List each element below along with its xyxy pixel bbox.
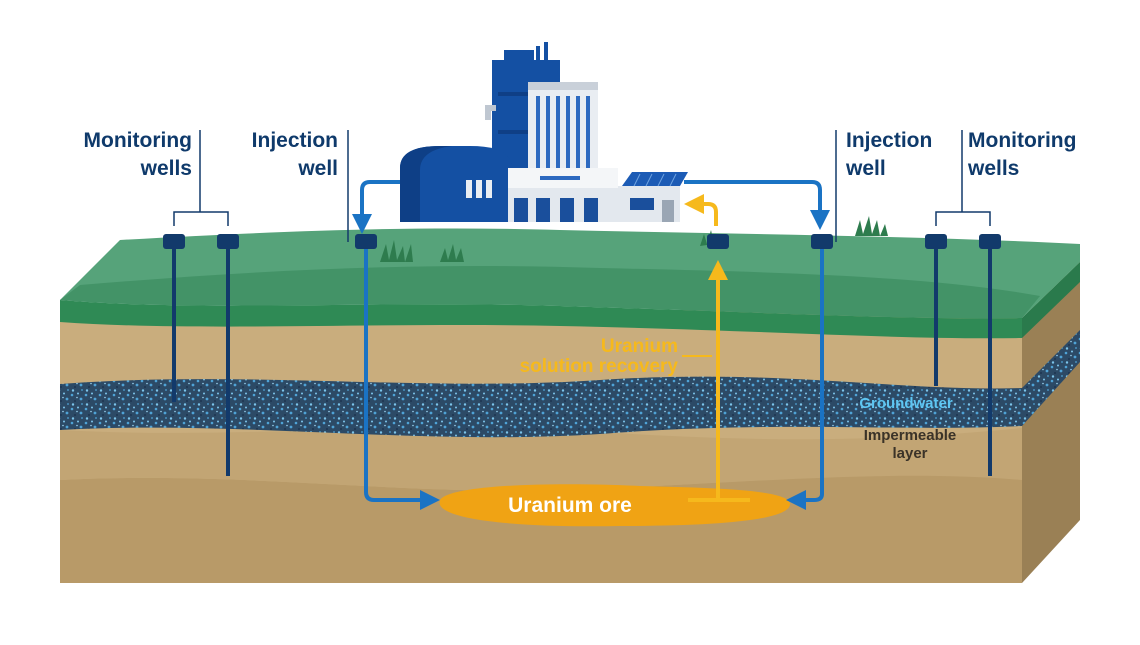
ground-side-face <box>1022 262 1080 583</box>
monitoring-wells-right-line2: wells <box>967 157 1019 180</box>
injection-well-right-line2: well <box>845 157 886 180</box>
monitoring-wells-left-line2: wells <box>140 157 192 180</box>
injection-flow <box>352 180 830 510</box>
well-caps <box>163 234 1001 249</box>
recovery-label-line2: solution recovery <box>520 356 679 377</box>
processing-plant-icon <box>400 42 688 222</box>
ground-top-shade <box>60 265 1040 319</box>
well-pipes <box>172 246 992 476</box>
impermeable-label-line1: Impermeable <box>864 427 957 444</box>
injection-well-left-line1: Injection <box>252 129 338 152</box>
impermeable-layer <box>60 428 1022 491</box>
well-cap-icon <box>217 234 239 249</box>
well-cap-icon <box>979 234 1001 249</box>
ground-side-aquifer <box>1022 330 1080 426</box>
ground-front-grass <box>60 300 1022 339</box>
well-cap-icon <box>163 234 185 249</box>
monitoring-wells-right-line1: Monitoring <box>968 129 1076 152</box>
well-cap-icon <box>811 234 833 249</box>
impermeable-label-line2: layer <box>892 445 927 462</box>
uranium-ore-body <box>439 484 790 527</box>
monitoring-wells-left-line1: Monitoring <box>84 129 192 152</box>
label-leaders <box>173 130 991 242</box>
ground-block <box>60 228 1080 583</box>
recovery-flow <box>684 194 750 502</box>
groundwater-aquifer <box>60 376 1022 438</box>
recovery-label-line1: Uranium <box>601 336 678 357</box>
ore-label: Uranium ore <box>508 494 632 517</box>
groundwater-label: Groundwater <box>859 395 953 412</box>
well-cap-icon <box>355 234 377 249</box>
ground-side-grass <box>1022 262 1080 338</box>
well-cap-icon <box>925 234 947 249</box>
injection-well-right-line1: Injection <box>846 129 932 152</box>
injection-well-left-line2: well <box>297 157 338 180</box>
well-cap-icon <box>707 234 729 249</box>
